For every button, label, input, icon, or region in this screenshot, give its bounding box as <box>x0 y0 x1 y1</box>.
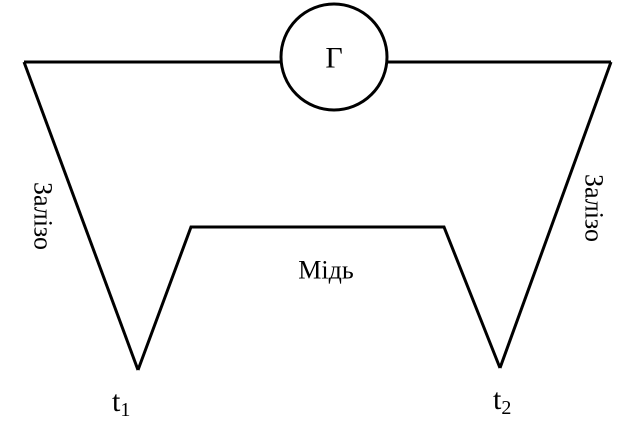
junction-label-left: t1 <box>112 385 130 421</box>
galvanometer-circle <box>279 2 389 112</box>
junction-left-symbol: t <box>112 385 121 418</box>
copper-wire <box>136 225 502 371</box>
junction-right-symbol: t <box>493 383 502 416</box>
middle-wire-label: Мідь <box>298 256 354 285</box>
left-wire-label: Залізо <box>29 182 58 250</box>
junction-right-index: 2 <box>501 397 511 419</box>
galvanometer: Г <box>279 2 389 112</box>
right-iron-wire <box>498 61 613 369</box>
galvanometer-label: Г <box>325 42 342 75</box>
left-iron-wire <box>22 61 140 371</box>
right-wire-label: Залізо <box>580 174 609 242</box>
junction-label-right: t2 <box>493 383 511 419</box>
junction-left-index: 1 <box>120 399 130 421</box>
